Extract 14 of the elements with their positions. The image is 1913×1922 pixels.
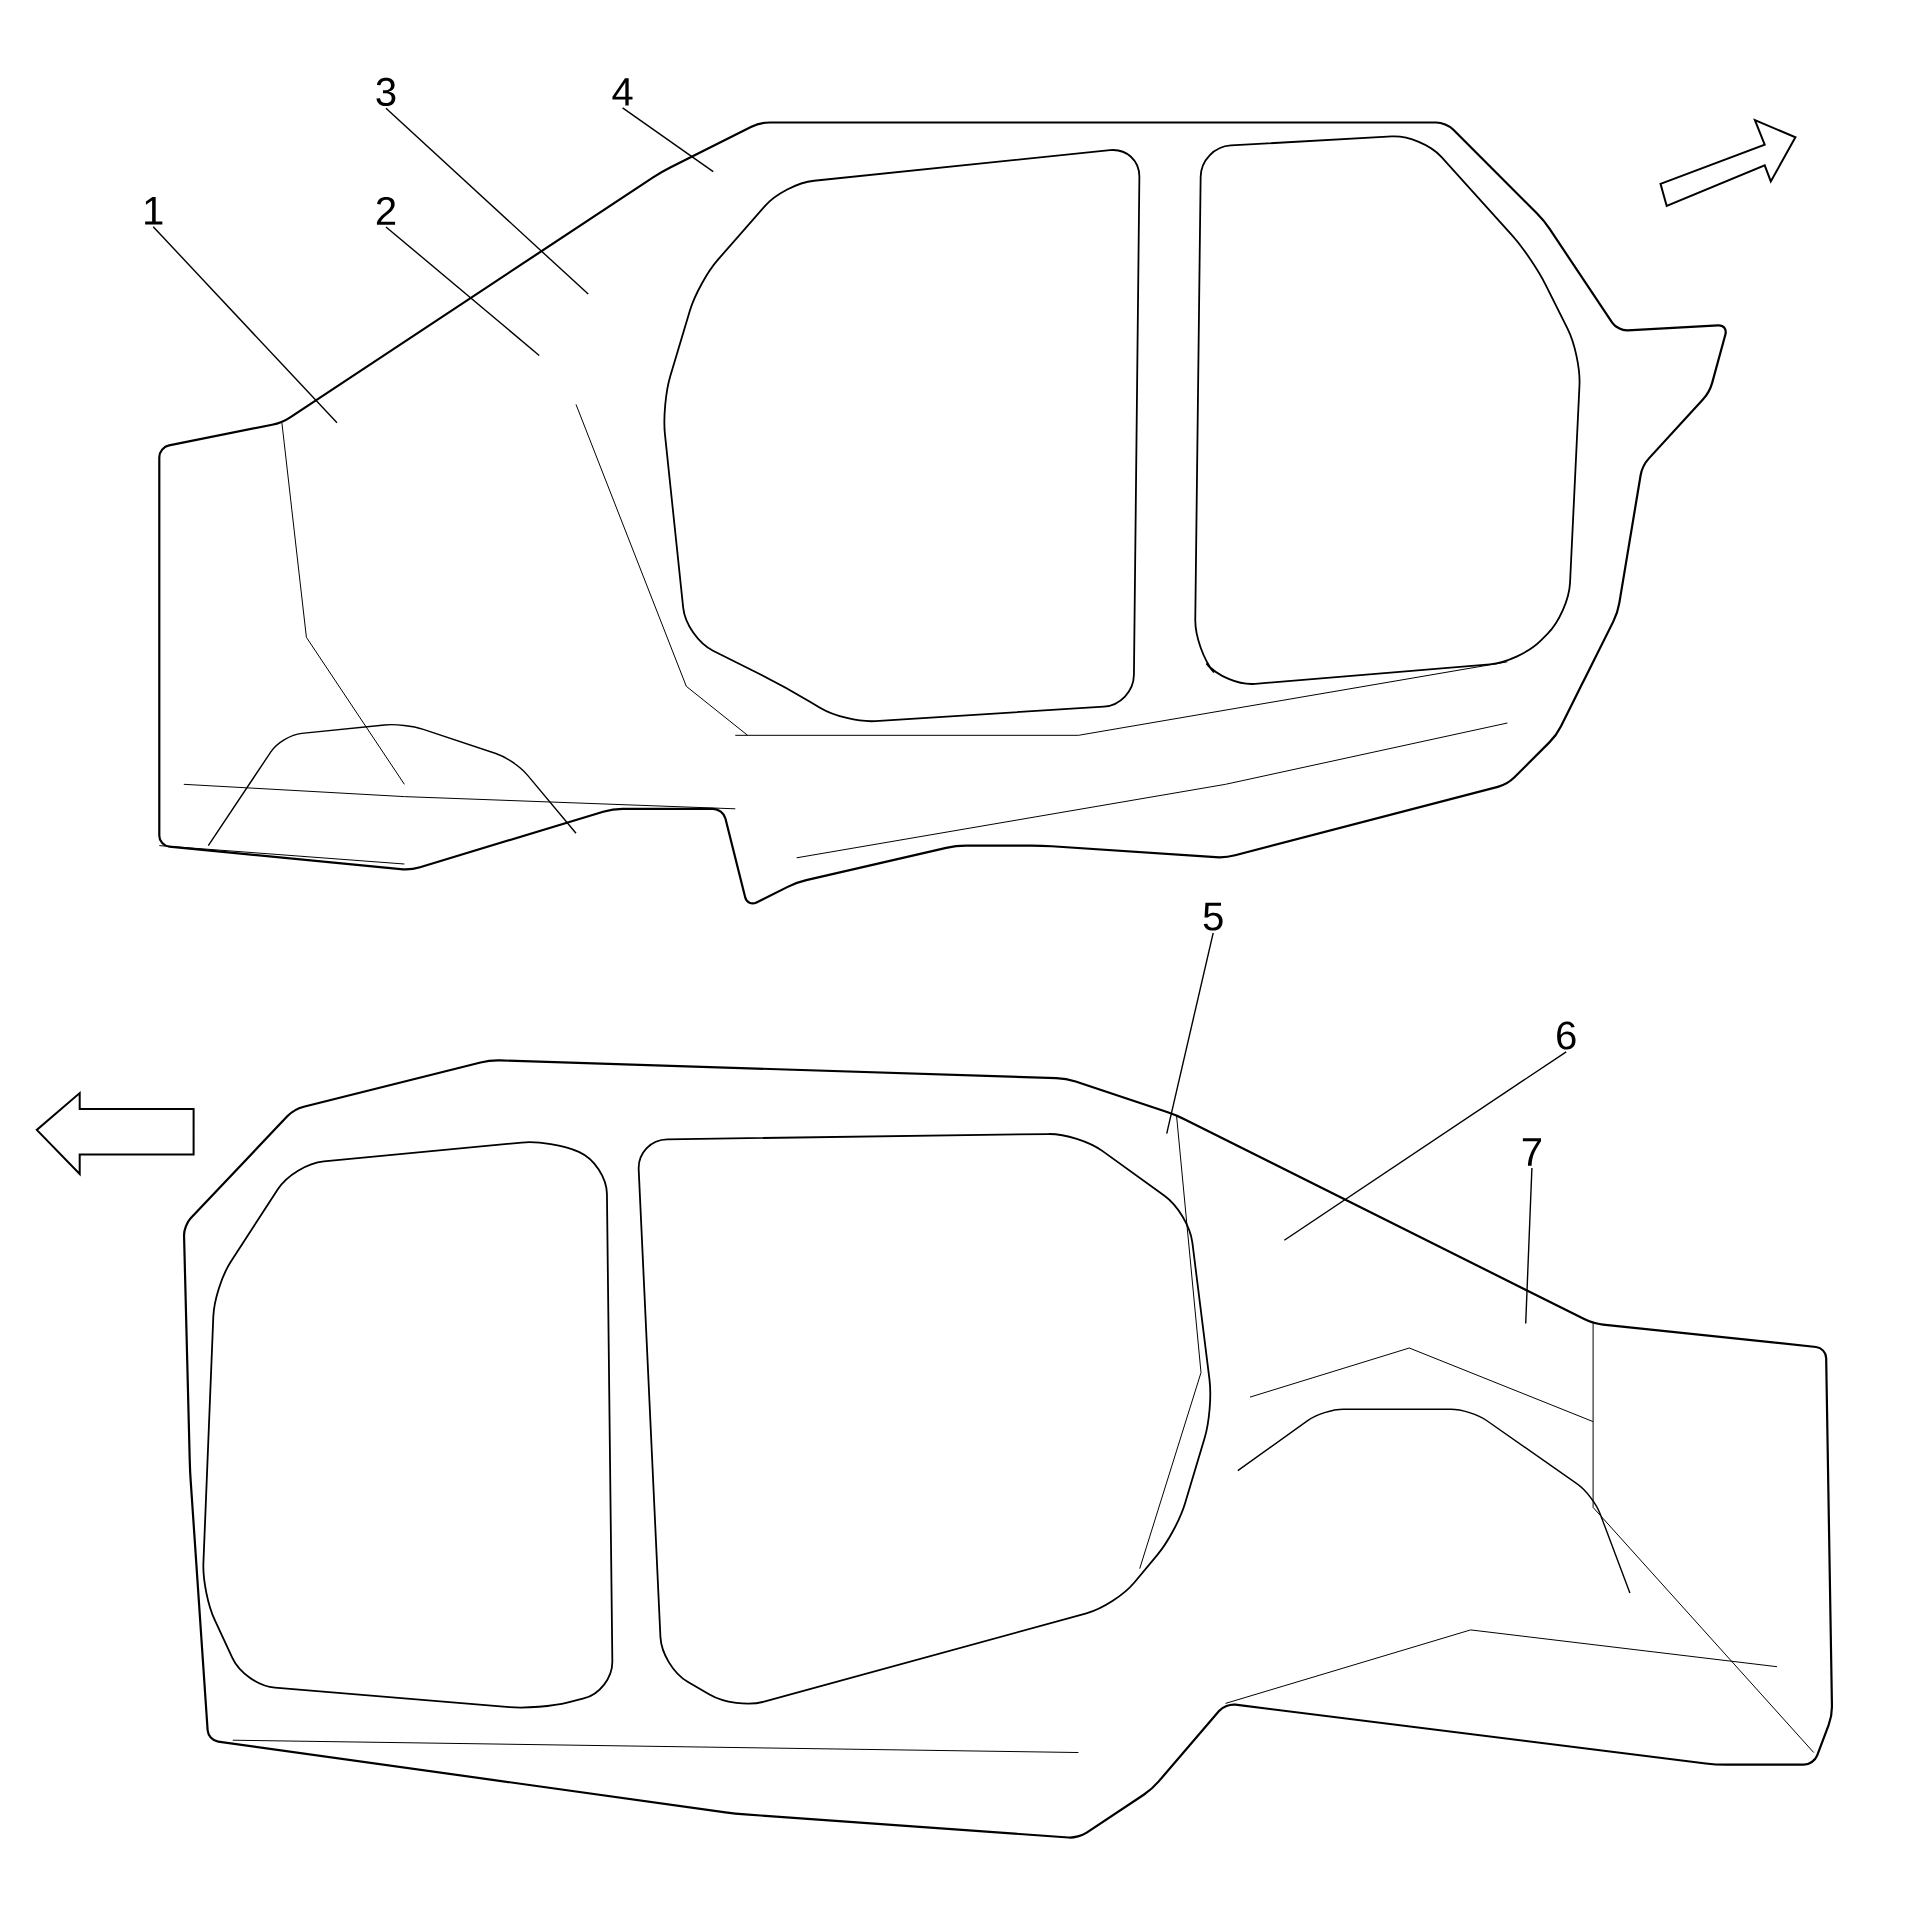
leader-line bbox=[152, 226, 338, 424]
callout-number: 7 bbox=[1522, 1138, 1541, 1166]
leader-line bbox=[1283, 1051, 1567, 1241]
leader-line bbox=[621, 107, 714, 173]
leader-line bbox=[1525, 1167, 1533, 1325]
leader-line bbox=[1166, 932, 1214, 1135]
callout-number: 1 bbox=[145, 197, 163, 225]
callout-number: 6 bbox=[1557, 1021, 1576, 1050]
callout-number: 3 bbox=[376, 77, 396, 106]
callout-number: 4 bbox=[612, 78, 633, 106]
leader-line bbox=[385, 107, 589, 295]
callout-number: 2 bbox=[376, 196, 396, 225]
callout-number: 5 bbox=[1203, 902, 1223, 931]
leader-line bbox=[385, 226, 540, 357]
